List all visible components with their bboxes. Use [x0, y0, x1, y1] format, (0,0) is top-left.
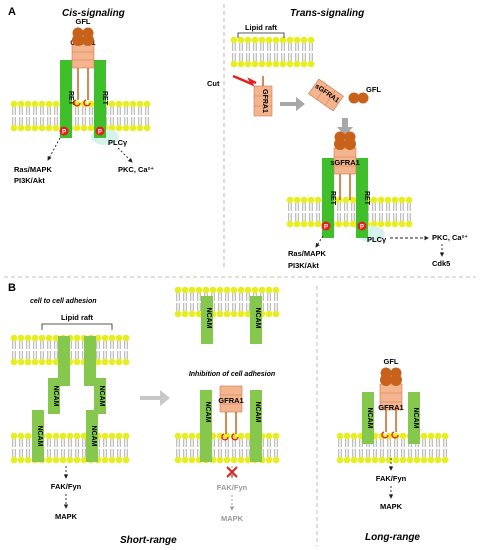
- svg-text:NCAM: NCAM: [98, 386, 105, 407]
- svg-text:NCAM: NCAM: [205, 308, 212, 329]
- cis-output-pkc: PKC, Ca²⁺: [118, 165, 154, 174]
- long-gfra1-block: [379, 383, 403, 411]
- trans-lipid-raft-label: Lipid raft: [245, 23, 278, 32]
- inhibition-title: Inhibition of cell adhesion: [189, 371, 275, 378]
- long-range-complex: NCAM NCAM GFRA1 GFL FAK/Fyn MAPK Long-ra…: [362, 357, 420, 543]
- svg-text:P: P: [360, 225, 364, 231]
- cut-label: Cut: [207, 79, 220, 88]
- cut-lightning-icon: [232, 74, 257, 87]
- svg-text:P: P: [324, 225, 328, 231]
- svg-text:RET: RET: [363, 191, 370, 206]
- ncam-inhib-left: [200, 390, 212, 462]
- svg-text:NCAM: NCAM: [204, 402, 211, 423]
- trans-sgfra1-label: sGFRA1: [330, 158, 360, 167]
- ncam-inhib-right: [250, 390, 262, 462]
- inhibition-complex: NCAM NCAM Inhibition of cell adhesion NC…: [120, 296, 275, 546]
- cleaved-gfra1-label: GFRA1: [261, 89, 268, 113]
- membrane-b-mid-bottom: [174, 432, 280, 464]
- short-range-label: Short-range: [120, 535, 177, 546]
- ncam-bottom-right: [86, 410, 98, 462]
- cell-adhesion-title: cell to cell adhesion: [30, 298, 97, 305]
- long-range-label: Long-range: [365, 532, 420, 543]
- panel-a-label: A: [8, 6, 16, 18]
- ncam-free-left: [201, 296, 213, 344]
- free-gfl-label: GFL: [366, 85, 381, 94]
- svg-text:NCAM: NCAM: [254, 308, 261, 329]
- long-gfl-label: GFL: [384, 357, 399, 366]
- b-gfra1-block: [219, 385, 243, 413]
- svg-text:NCAM: NCAM: [90, 426, 97, 447]
- svg-text:NCAM: NCAM: [254, 402, 261, 423]
- ret-label-left: RET: [67, 91, 74, 106]
- svg-text:NCAM: NCAM: [366, 408, 373, 429]
- cis-output-pi3k: PI3K/Akt: [14, 176, 45, 185]
- svg-text:P: P: [98, 130, 102, 136]
- panel-b-label: B: [8, 282, 16, 294]
- release-arrow: [280, 97, 305, 111]
- trans-sgfra1-block: [333, 147, 357, 175]
- ncam-top-right: [84, 336, 96, 386]
- ncam-long-left: [362, 392, 374, 444]
- trans-signaling-title: Trans-signaling: [290, 8, 364, 19]
- trans-plc-label: PLCγ: [367, 235, 387, 244]
- ncam-top-left: [58, 336, 70, 386]
- ncam-free-right: [250, 296, 262, 344]
- gfl-label: GFL: [76, 17, 91, 26]
- cis-complex: RET RET GFRA1 GFL P P PLCγ Ras/MAPK PI3K…: [14, 17, 154, 185]
- membrane-trans-top: [230, 36, 315, 68]
- cis-output-ras: Ras/MAPK: [14, 165, 53, 174]
- membrane-b-bottom: [10, 432, 130, 464]
- ret-bar-right: [94, 60, 106, 138]
- long-fak-label: FAK/Fyn: [376, 474, 407, 483]
- gfra1-block: [71, 43, 95, 69]
- svg-text:NCAM: NCAM: [36, 426, 43, 447]
- b-fak-label: FAK/Fyn: [51, 482, 82, 491]
- binding-arrow: [337, 118, 353, 136]
- membrane-trans-bottom: [286, 196, 413, 228]
- membrane-b-mid-top: [174, 286, 280, 318]
- trans-output-cdk5: Cdk5: [432, 259, 450, 268]
- svg-text:P: P: [62, 130, 66, 136]
- ret-label-right: RET: [101, 91, 108, 106]
- svg-text:NCAM: NCAM: [412, 408, 419, 429]
- long-gfra1-label: GFRA1: [378, 403, 403, 412]
- ncam-long-right: [408, 392, 420, 444]
- free-gfl: [348, 92, 360, 104]
- block-x-icon: [226, 466, 238, 478]
- inhib-fak-label: FAK/Fyn: [217, 483, 248, 492]
- inhib-mapk-label: MAPK: [221, 514, 244, 523]
- adhesion-complex: Lipid raft NCAM NCAM NCAM NCAM FAK/Fyn M…: [32, 313, 113, 521]
- b-mapk-label: MAPK: [55, 512, 78, 521]
- phospho-left: [59, 126, 69, 136]
- phospho-right: [95, 126, 105, 136]
- b-transition-arrow: [140, 390, 170, 406]
- trans-ret-right: [356, 158, 368, 238]
- trans-complex: Lipid raft GFRA1 Cut sGFRA1 GFL R: [207, 23, 468, 270]
- svg-text:RET: RET: [329, 191, 336, 206]
- plc-label: PLCγ: [108, 138, 128, 147]
- long-mapk-label: MAPK: [380, 502, 403, 511]
- cis-signaling-title: Cis-signaling: [62, 8, 125, 19]
- trans-ret-left: [322, 158, 334, 238]
- trans-output-pkc: PKC, Ca²⁺: [432, 233, 468, 242]
- ret-bar-left: [60, 60, 72, 138]
- trans-output-ras: Ras/MAPK: [288, 249, 327, 258]
- b-lipid-raft-label: Lipid raft: [61, 313, 94, 322]
- svg-text:NCAM: NCAM: [52, 386, 59, 407]
- b-gfra1-label: GFRA1: [218, 396, 243, 405]
- ncam-bottom-left: [32, 410, 44, 462]
- trans-output-pi3k: PI3K/Akt: [288, 261, 319, 270]
